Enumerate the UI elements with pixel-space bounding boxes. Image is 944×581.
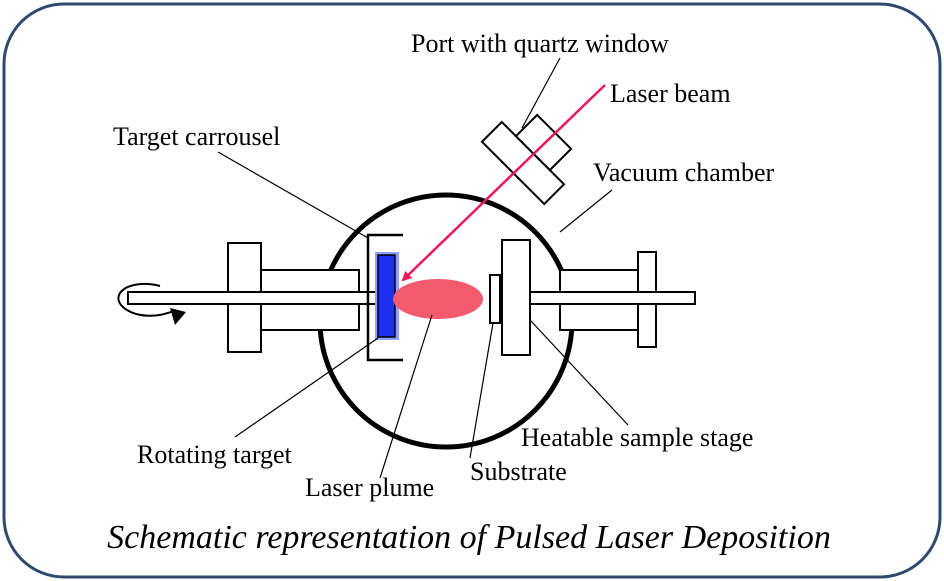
- figure-caption: Schematic representation of Pulsed Laser…: [107, 519, 831, 556]
- rotation-arrowhead-icon: [170, 308, 186, 325]
- target-carrousel-bracket: [366, 233, 403, 362]
- label-target-carrousel: Target carrousel: [113, 122, 280, 151]
- label-substrate: Substrate: [470, 457, 567, 486]
- label-port-window: Port with quartz window: [411, 29, 669, 58]
- leader-port: [521, 57, 561, 129]
- label-laser-plume: Laser plume: [305, 473, 434, 502]
- leader-stage: [529, 319, 629, 426]
- sample-stage-block: [501, 239, 531, 356]
- leader-rotating-target: [234, 337, 379, 438]
- laser-beam-line: [401, 84, 606, 282]
- leader-chamber: [559, 189, 613, 233]
- left-rod: [127, 291, 381, 305]
- rotating-target: [377, 254, 396, 338]
- rotation-arrow-icon: [117, 283, 177, 317]
- leader-laser-plume: [379, 314, 433, 479]
- right-rod: [529, 291, 696, 305]
- leader-substrate: [469, 322, 494, 459]
- substrate-plate: [489, 274, 501, 324]
- label-vacuum-chamber: Vacuum chamber: [593, 158, 775, 187]
- label-rotating-target: Rotating target: [137, 440, 293, 469]
- label-heatable-stage: Heatable sample stage: [521, 423, 753, 452]
- laser-plume: [393, 279, 483, 319]
- leader-carrousel: [217, 151, 369, 239]
- label-laser-beam: Laser beam: [610, 79, 731, 108]
